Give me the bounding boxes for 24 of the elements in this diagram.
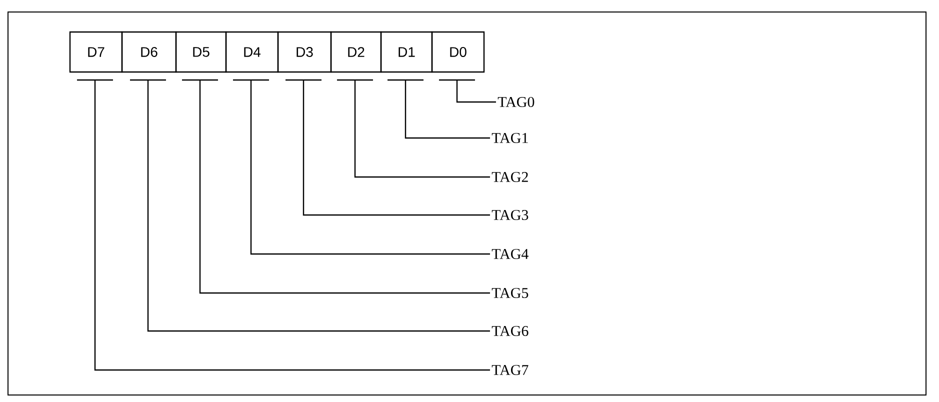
register-cell: D1 — [380, 31, 433, 73]
connector-line — [456, 80, 496, 103]
tag-label: TAG4 — [492, 248, 528, 260]
register-cell: D3 — [277, 31, 332, 73]
register-cell: D6 — [121, 31, 177, 73]
connector-line — [250, 80, 490, 255]
tag-label: TAG1 — [492, 132, 528, 144]
connector-line — [94, 80, 490, 371]
connector-line — [147, 80, 490, 332]
tag-label: TAG3 — [492, 210, 528, 220]
tag-label: TAG7 — [492, 364, 528, 376]
connector-line — [199, 80, 490, 294]
register-cell: D5 — [175, 31, 227, 73]
tag-label: TAG5 — [492, 288, 528, 298]
register-cell: D2 — [330, 31, 382, 73]
connector-line — [404, 80, 490, 139]
connector-line — [302, 80, 490, 216]
register-cell: D0 — [431, 31, 485, 73]
tag-label: TAG2 — [492, 172, 528, 182]
tag-label: TAG6 — [492, 326, 528, 336]
register-cell: D4 — [225, 31, 279, 73]
register-cell: D7 — [69, 31, 123, 73]
tag-label: TAG0 — [498, 96, 534, 108]
connector-line — [354, 80, 490, 178]
